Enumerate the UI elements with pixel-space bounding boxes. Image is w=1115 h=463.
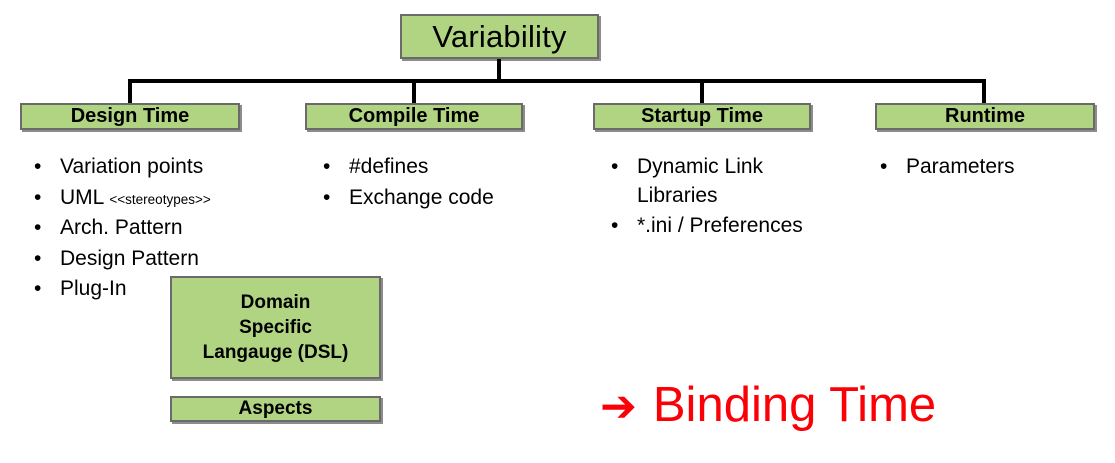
list-item-label: Parameters <box>906 155 1015 178</box>
list-item-label: *.ini / Preferences <box>637 214 803 238</box>
node-design-time-label: Design Time <box>70 105 190 127</box>
bullet-icon: • <box>323 185 331 209</box>
list-item-stereotype: <<stereotypes>> <box>109 191 211 207</box>
list-item: • UML <<stereotypes>> <box>34 184 299 213</box>
node-runtime-label: Runtime <box>945 105 1025 127</box>
dsl-line-3: Langauge (DSL) <box>202 342 349 364</box>
connector-drop-runtime <box>982 79 986 104</box>
bullet-icon: • <box>323 155 331 178</box>
connector-drop-design-time <box>128 79 132 104</box>
callout-binding-time-label: Binding Time <box>652 378 937 432</box>
connector-root-stem <box>497 59 501 81</box>
list-item-label: Design Pattern <box>60 246 199 270</box>
node-startup-time-label: Startup Time <box>641 105 763 127</box>
list-item: • Dynamic Link Libraries <box>611 153 861 210</box>
bullet-icon: • <box>34 216 42 240</box>
list-item: • Parameters <box>880 153 1095 182</box>
list-item: • Exchange code <box>323 184 563 213</box>
node-variability-label: Variability <box>432 18 567 54</box>
bullet-icon: • <box>611 155 619 178</box>
bullet-icon: • <box>34 155 42 178</box>
dsl-line-2: Specific <box>239 316 312 338</box>
bullet-icon: • <box>34 185 42 209</box>
list-item-text: UML <box>60 185 110 209</box>
list-item-label: Variation points <box>60 155 204 178</box>
list-item: • Arch. Pattern <box>34 214 299 243</box>
list-item: • Plug-In <box>34 275 299 304</box>
list-runtime: • Parameters <box>880 153 1095 184</box>
list-item-label: Dynamic Link Libraries <box>637 155 764 207</box>
list-item-label: Arch. Pattern <box>60 216 183 240</box>
bullet-icon: • <box>34 246 42 270</box>
connector-drop-startup-time <box>700 79 704 104</box>
list-item-label: #defines <box>349 155 429 178</box>
node-variability[interactable]: Variability <box>400 14 599 59</box>
dsl-line-1: Domain <box>240 291 311 313</box>
bullet-icon: • <box>880 155 888 178</box>
node-domain-specific-language[interactable]: Domain Specific Langauge (DSL) <box>170 276 381 379</box>
bullet-icon: • <box>611 214 619 238</box>
node-runtime[interactable]: Runtime <box>875 103 1095 130</box>
node-startup-time[interactable]: Startup Time <box>593 103 811 130</box>
callout-binding-time: ➔ Binding Time <box>600 381 936 430</box>
list-item: • #defines <box>323 153 563 182</box>
list-item-label: Exchange code <box>349 185 494 209</box>
list-item-label: Plug-In <box>60 277 127 301</box>
list-design-time: • Variation points • UML <<stereotypes>>… <box>34 153 299 306</box>
bullet-icon: • <box>34 277 42 301</box>
aspects-label: Aspects <box>238 398 313 420</box>
connector-drop-compile-time <box>412 79 416 104</box>
list-compile-time: • #defines • Exchange code <box>323 153 563 214</box>
node-compile-time[interactable]: Compile Time <box>305 103 523 130</box>
connector-horizontal-bus <box>128 79 986 83</box>
list-startup-time: • Dynamic Link Libraries • *.ini / Prefe… <box>611 153 861 243</box>
node-aspects[interactable]: Aspects <box>170 396 381 422</box>
list-item: • *.ini / Preferences <box>611 212 861 241</box>
list-item-label: UML <<stereotypes>> <box>60 184 299 213</box>
arrow-right-icon: ➔ <box>600 381 637 431</box>
node-compile-time-label: Compile Time <box>348 105 480 127</box>
list-item: • Design Pattern <box>34 245 299 274</box>
node-design-time[interactable]: Design Time <box>20 103 240 130</box>
list-item: • Variation points <box>34 153 299 182</box>
